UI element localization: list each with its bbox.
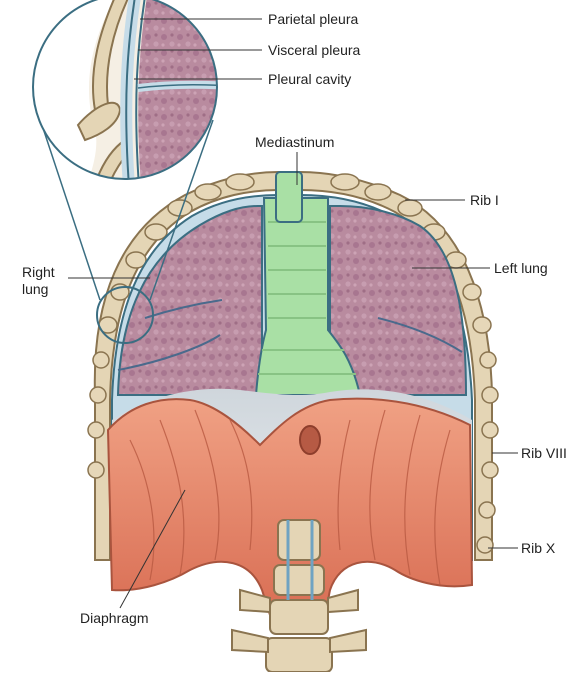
label-parietal-pleura: Parietal pleura: [268, 11, 358, 27]
label-rib-1: Rib I: [470, 192, 499, 208]
label-pleural-cavity: Pleural cavity: [268, 71, 351, 87]
label-visceral-pleura: Visceral pleura: [268, 42, 360, 58]
label-rib-8: Rib VIII: [521, 445, 567, 461]
label-diaphragm: Diaphragm: [80, 610, 148, 626]
label-right-lung-line2: lung: [22, 281, 48, 297]
label-right-lung-line1: Right: [22, 264, 55, 280]
magnified-inset: [30, 0, 230, 200]
label-left-lung: Left lung: [494, 260, 548, 276]
label-mediastinum: Mediastinum: [255, 134, 334, 150]
label-rib-10: Rib X: [521, 540, 555, 556]
